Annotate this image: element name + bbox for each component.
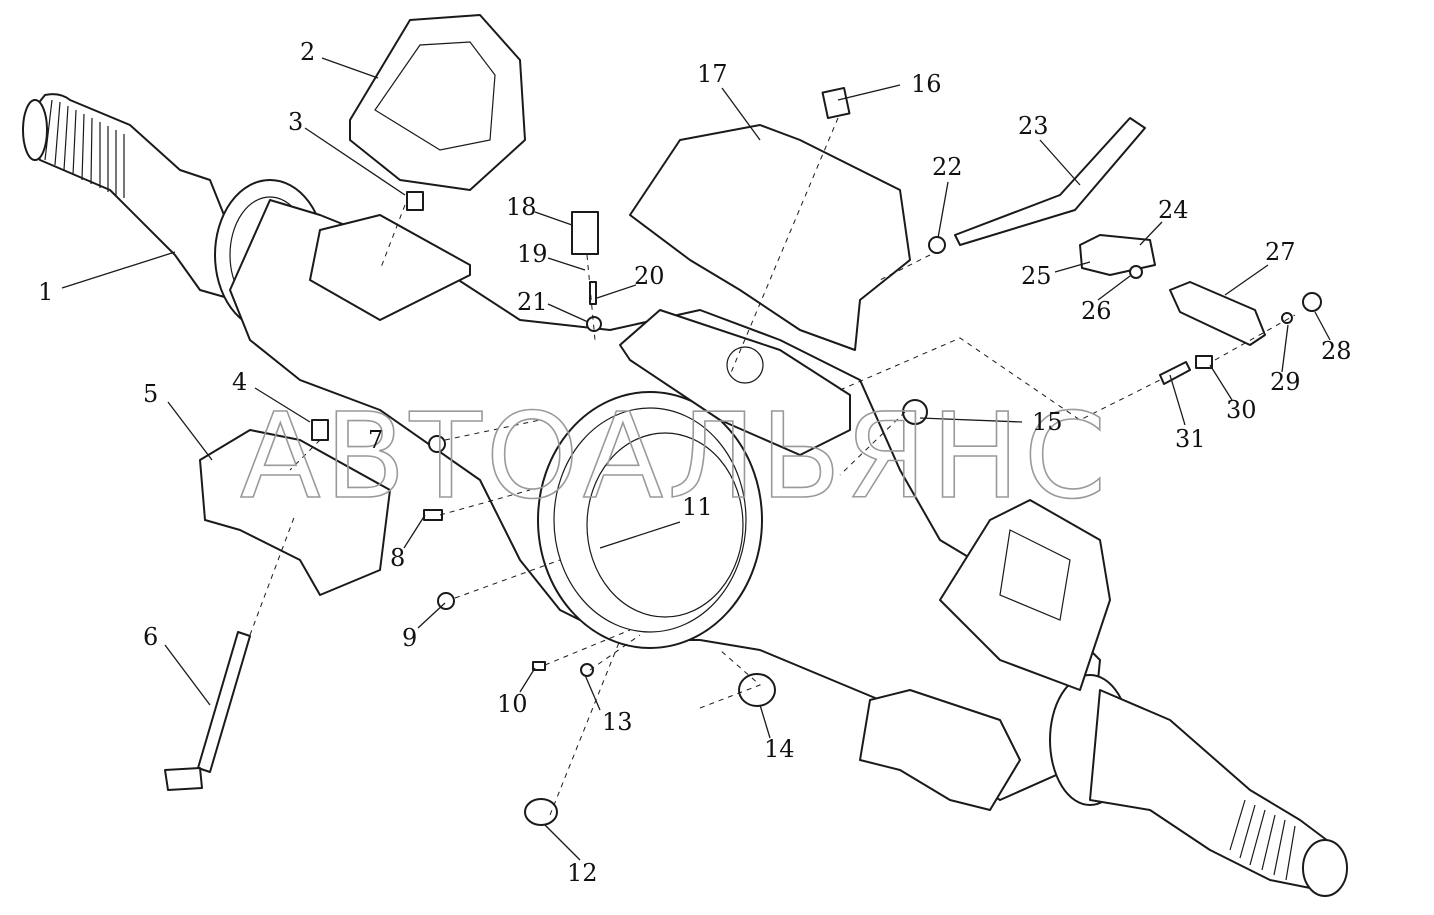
callout-14: 14 <box>764 735 795 763</box>
bolt-16 <box>821 86 851 120</box>
plug-7 <box>428 435 446 453</box>
bracket-25 <box>1079 234 1156 276</box>
washer-29 <box>1281 312 1293 324</box>
callout-28: 28 <box>1321 337 1352 365</box>
bolt-6 <box>197 631 251 773</box>
callout-5: 5 <box>143 380 158 408</box>
callout-18: 18 <box>506 193 537 221</box>
sensor-18 <box>571 211 599 255</box>
callout-21: 21 <box>517 288 548 316</box>
callout-3: 3 <box>288 108 303 136</box>
nut-28 <box>1302 292 1322 312</box>
callout-22: 22 <box>932 153 963 181</box>
bracket-5 <box>199 429 391 596</box>
callout-labels: 1 2 3 4 5 6 7 8 9 10 11 12 13 14 15 16 1… <box>38 38 1352 887</box>
axle-housing <box>22 93 1348 897</box>
callout-12: 12 <box>567 859 598 887</box>
washer-22 <box>928 236 946 254</box>
callout-25: 25 <box>1021 262 1052 290</box>
cylinder-27 <box>1169 281 1266 346</box>
callout-20: 20 <box>634 262 665 290</box>
callout-24: 24 <box>1158 196 1189 224</box>
callout-10: 10 <box>497 690 528 718</box>
pin-8 <box>423 509 443 521</box>
callout-1: 1 <box>38 278 53 306</box>
bolt-13 <box>580 663 594 677</box>
seal-12 <box>524 798 558 826</box>
callout-9: 9 <box>402 624 417 652</box>
callout-11: 11 <box>682 493 713 521</box>
callout-6: 6 <box>143 623 158 651</box>
callout-4: 4 <box>232 368 247 396</box>
callout-29: 29 <box>1270 368 1301 396</box>
callout-2: 2 <box>300 38 315 66</box>
callout-26: 26 <box>1081 297 1112 325</box>
lever-23 <box>954 117 1146 246</box>
callout-13: 13 <box>602 708 633 736</box>
stud-31 <box>1159 361 1191 385</box>
saddle-2 <box>349 14 526 191</box>
watermark: АВТОАЛЬЯНС <box>240 387 1110 525</box>
spacer-30 <box>1195 355 1213 369</box>
pin-10 <box>532 661 546 671</box>
oring-21 <box>586 316 602 332</box>
nut-26 <box>1129 265 1143 279</box>
callout-15: 15 <box>1032 408 1063 436</box>
callout-8: 8 <box>390 544 405 572</box>
callout-31: 31 <box>1175 425 1206 453</box>
callout-30: 30 <box>1226 396 1257 424</box>
callout-23: 23 <box>1018 112 1049 140</box>
callout-17: 17 <box>697 60 728 88</box>
callout-27: 27 <box>1265 238 1296 266</box>
bracket-17 <box>629 124 911 351</box>
callout-7: 7 <box>368 426 383 454</box>
cap-14 <box>738 673 776 707</box>
pin-20 <box>589 281 597 305</box>
callout-16: 16 <box>911 70 942 98</box>
callout-19: 19 <box>517 240 548 268</box>
pin-3 <box>406 191 424 211</box>
